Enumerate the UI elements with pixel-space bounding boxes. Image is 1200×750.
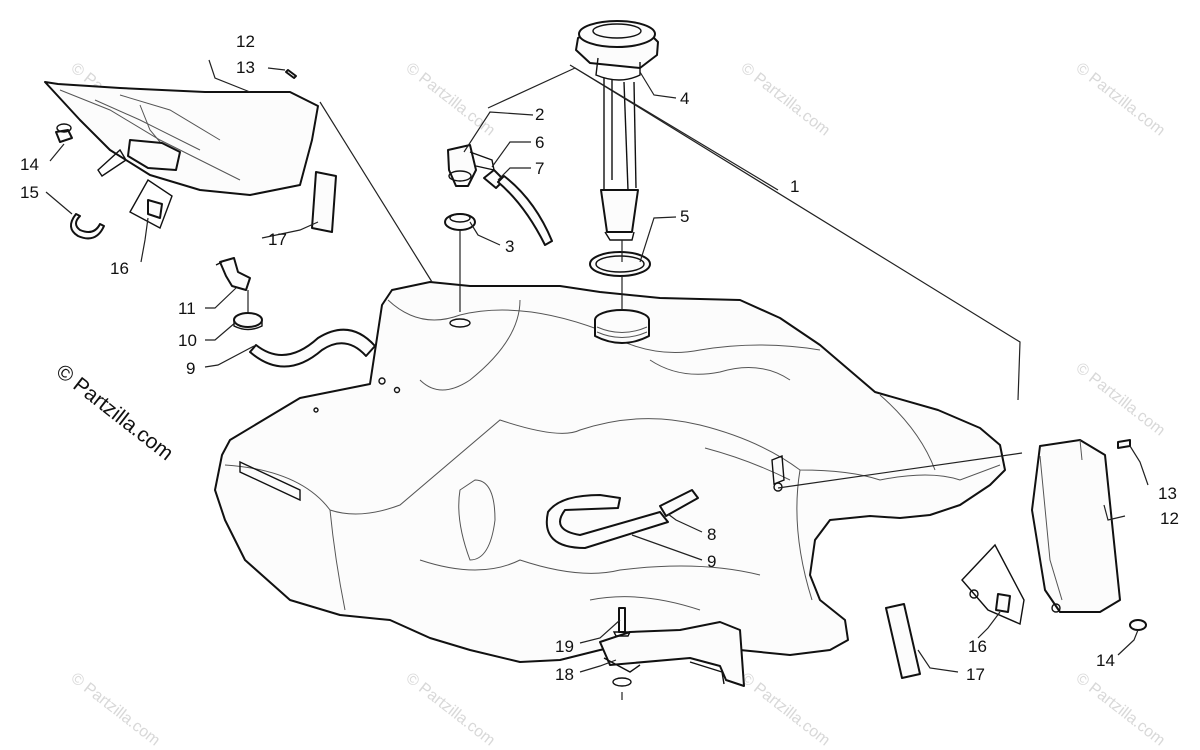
rollover-valve	[447, 144, 495, 187]
callout-1: 1	[790, 177, 799, 196]
callout-17: 17	[268, 230, 287, 249]
callout-9: 9	[707, 552, 716, 571]
watermark: © Partzilla.com	[738, 670, 833, 750]
callout-14: 14	[20, 155, 39, 174]
fuel-level-sender	[600, 78, 639, 241]
callout-13: 13	[1158, 484, 1177, 503]
fuel-hose-upper	[249, 328, 376, 368]
fuel-hose-lower	[545, 494, 669, 549]
callout-2: 2	[535, 105, 544, 124]
watermark: © Partzilla.com	[1073, 60, 1168, 140]
fuel-tank	[214, 281, 1006, 663]
elbow-fitting	[215, 257, 251, 291]
callout-12: 12	[236, 32, 255, 51]
callout-7: 7	[535, 159, 544, 178]
rubber-bumper-right	[1129, 619, 1147, 631]
screw-left	[285, 69, 297, 79]
callout-13: 13	[236, 58, 255, 77]
callout-labels: 1 2 6 7 3 4 5 11 10 9 8 9 12 13 14 15 16…	[20, 32, 1179, 684]
callout-5: 5	[680, 207, 689, 226]
watermark: © Partzilla.com	[403, 670, 498, 750]
callout-17: 17	[966, 665, 985, 684]
watermark: © Partzilla.com	[1073, 670, 1168, 750]
callout-19: 19	[555, 637, 574, 656]
clip-bracket-right	[961, 543, 1025, 626]
callout-11: 11	[178, 299, 196, 318]
fitting-grommet	[233, 312, 263, 331]
side-cover-left	[44, 81, 319, 196]
rubber-bumper-left	[55, 123, 73, 143]
protector-pad-right	[885, 603, 921, 679]
fuel-cap	[575, 20, 659, 81]
hose-connector	[659, 489, 699, 517]
vent-hose	[497, 175, 553, 246]
callout-15: 15	[20, 183, 39, 202]
callout-16: 16	[968, 637, 987, 656]
tank-mount-bracket	[599, 621, 745, 687]
hose-clamp	[70, 213, 105, 240]
leader-lines	[45, 59, 1149, 700]
clip-bracket-left	[129, 178, 173, 229]
callout-16: 16	[110, 259, 129, 278]
watermark: © Partzilla.com	[738, 60, 833, 140]
callout-4: 4	[680, 89, 689, 108]
watermark: © Partzilla.com	[1073, 360, 1168, 440]
protector-pad-left	[311, 171, 337, 233]
watermark: © Partzilla.com	[68, 670, 163, 750]
screw-right	[1117, 439, 1131, 449]
side-cover-right	[1031, 439, 1121, 613]
watermark: © Partzilla.com	[403, 60, 498, 140]
callout-18: 18	[555, 665, 574, 684]
callout-8: 8	[707, 525, 716, 544]
callout-6: 6	[535, 133, 544, 152]
callout-14: 14	[1096, 651, 1115, 670]
callout-9: 9	[186, 359, 195, 378]
callout-3: 3	[505, 237, 514, 256]
callout-12: 12	[1160, 509, 1179, 528]
mount-bolt	[612, 607, 632, 637]
o-ring-gasket	[589, 251, 651, 277]
callout-10: 10	[178, 331, 197, 350]
